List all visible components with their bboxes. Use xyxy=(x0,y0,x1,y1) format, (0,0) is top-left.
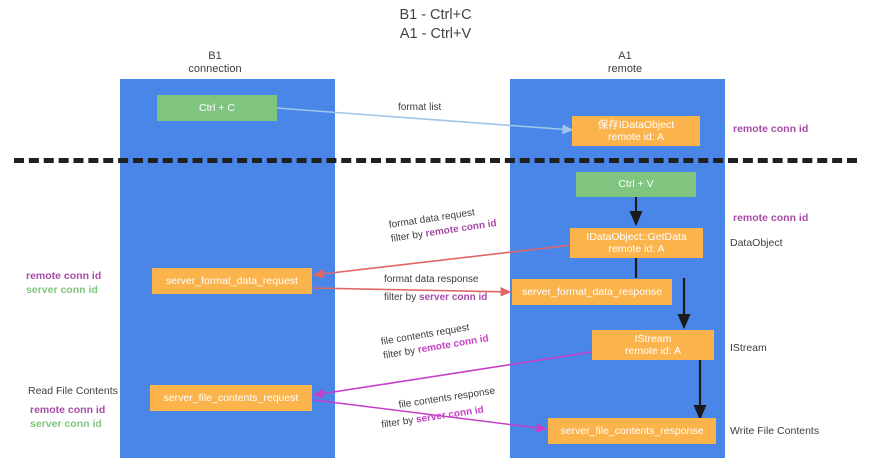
annotation-left-server-conn-id-1: server conn id xyxy=(26,284,98,296)
lane-a1-sub: remote xyxy=(607,62,643,75)
node-ctrl-c-label: Ctrl + C xyxy=(199,101,235,114)
edge-label-format-list: format list xyxy=(398,101,441,115)
node-server-file-contents-response[interactable]: server_file_contents_response xyxy=(548,418,716,444)
node-getdata[interactable]: IDataObject::GetData remote id: A xyxy=(570,228,703,258)
annotation-right-remote-conn-id-2: remote conn id xyxy=(733,212,809,224)
annotation-left-remote-conn-id-2: remote conn id xyxy=(30,404,106,416)
title-line-2: A1 - Ctrl+V xyxy=(399,26,472,42)
fcres-prefix: filter by xyxy=(380,414,417,431)
node-getdata-line2: remote id: A xyxy=(608,243,665,255)
lane-header-b1: B1 connection xyxy=(155,50,275,75)
fdres-prefix: filter by xyxy=(384,292,420,303)
lane-b1-name: B1 xyxy=(208,50,222,62)
fdreq-prefix: filter by xyxy=(390,228,427,245)
node-istream-line1: IStream xyxy=(634,332,672,345)
node-getdata-line1: IDataObject::GetData xyxy=(586,230,687,243)
lane-a1-name: A1 xyxy=(618,50,632,62)
annotation-right-remote-conn-id-1: remote conn id xyxy=(733,123,809,135)
fdres-hl: server conn id xyxy=(419,292,488,303)
node-save-dataobject[interactable]: 保存IDataObject remote id: A xyxy=(572,116,700,146)
node-server-file-contents-request[interactable]: server_file_contents_request xyxy=(150,385,312,411)
node-server-format-data-request-label: server_format_data_request xyxy=(166,274,298,287)
edge-label-format-data-response-line1: format data response xyxy=(384,274,479,285)
node-ctrl-v-label: Ctrl + V xyxy=(618,178,654,191)
node-ctrl-v[interactable]: Ctrl + V xyxy=(576,172,696,197)
node-server-format-data-response[interactable]: server_format_data_response xyxy=(512,279,672,305)
annotation-right-istream: IStream xyxy=(730,342,767,354)
node-istream[interactable]: IStream remote id: A xyxy=(592,330,714,360)
node-save-dataobject-line2: remote id: A xyxy=(607,131,665,143)
node-istream-line2: remote id: A xyxy=(624,345,682,357)
node-server-file-contents-response-label: server_file_contents_response xyxy=(560,424,704,437)
node-server-format-data-response-label: server_format_data_response xyxy=(521,285,663,298)
diagram-title: B1 - Ctrl+C A1 - Ctrl+V xyxy=(0,6,871,44)
lane-b1-sub: connection xyxy=(188,62,242,75)
phase-divider xyxy=(14,158,857,163)
annotation-left-server-conn-id-2: server conn id xyxy=(30,418,102,430)
annotation-left-read-file-contents: Read File Contents xyxy=(28,385,118,397)
node-server-file-contents-request-label: server_file_contents_request xyxy=(163,391,299,404)
edge-label-file-contents-response: file contents response filter by server … xyxy=(378,385,499,433)
edge-label-format-data-request: format data request filter by remote con… xyxy=(388,203,498,246)
annotation-left-remote-conn-id-1: remote conn id xyxy=(26,270,102,282)
annotation-right-write-file-contents: Write File Contents xyxy=(730,425,820,437)
edge-label-format-data-response: format data response filter by server co… xyxy=(384,273,487,305)
edge-label-format-data-response-line2: filter by server conn id xyxy=(384,291,487,305)
edge-label-file-contents-request: file contents request filter by remote c… xyxy=(380,318,490,363)
node-save-dataobject-line1: 保存IDataObject xyxy=(597,118,675,131)
node-ctrl-c[interactable]: Ctrl + C xyxy=(157,95,277,121)
node-server-format-data-request[interactable]: server_format_data_request xyxy=(152,268,312,294)
annotation-right-dataobject: DataObject xyxy=(730,237,783,249)
title-line-1: B1 - Ctrl+C xyxy=(399,7,472,23)
edge-label-format-list-text: format list xyxy=(398,102,442,113)
lane-header-a1: A1 remote xyxy=(565,50,685,75)
